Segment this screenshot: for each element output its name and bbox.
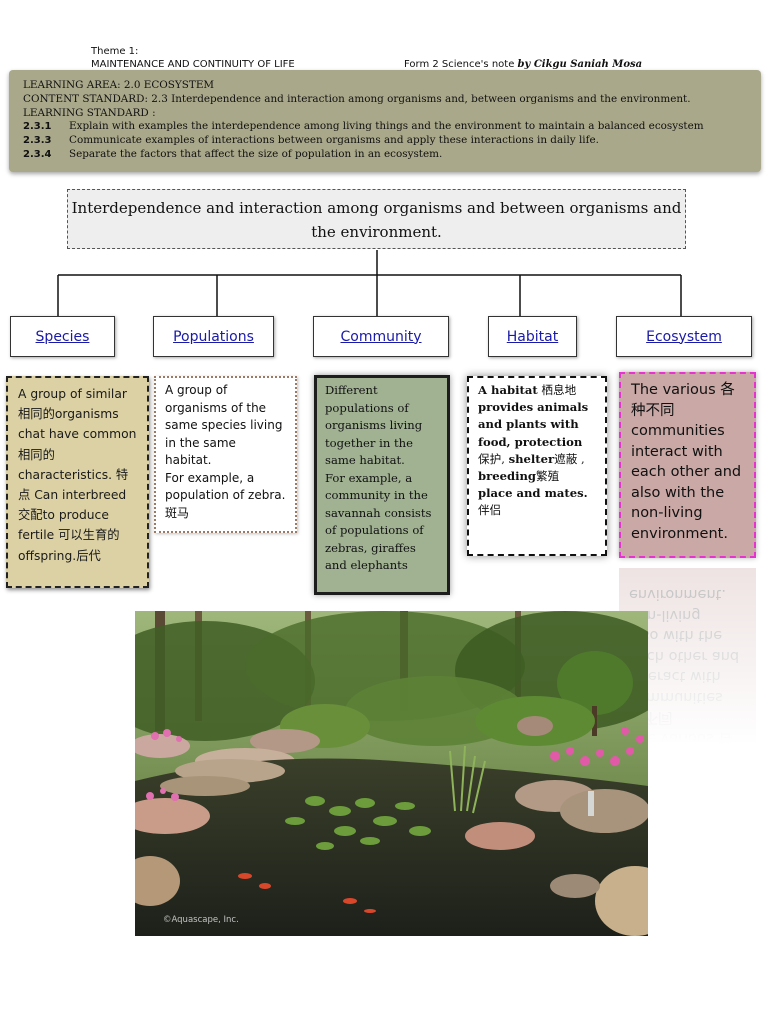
ecosystem-definition-card: The various 各种不同 communities interact wi… bbox=[619, 372, 756, 558]
habitat-text: 栖息地 bbox=[538, 383, 576, 397]
concept-community-link[interactable]: Community bbox=[340, 329, 421, 345]
pond-photo: ©Aquascape, Inc. bbox=[135, 611, 648, 936]
concept-species-link[interactable]: Species bbox=[36, 329, 90, 345]
habitat-text-bold: shelter bbox=[509, 452, 555, 466]
standard-text: Explain with examples the interdependenc… bbox=[69, 120, 704, 134]
connector-tree bbox=[0, 248, 768, 318]
habitat-definition-card: A habitat 栖息地 provides animals and plant… bbox=[467, 376, 607, 556]
concept-ecosystem-link[interactable]: Ecosystem bbox=[646, 329, 722, 345]
habitat-text: 保护, bbox=[478, 452, 509, 466]
content-standard-text: 2.3 Interdependence and interaction amon… bbox=[151, 93, 690, 105]
concept-populations-link[interactable]: Populations bbox=[173, 329, 254, 345]
concept-ecosystem[interactable]: Ecosystem bbox=[616, 316, 752, 357]
content-standard-label: CONTENT STANDARD: bbox=[23, 93, 148, 105]
habitat-text: 繁殖 bbox=[536, 469, 559, 483]
habitat-text-bold: provides animals and plants with food, p… bbox=[478, 400, 588, 448]
species-definition: A group of similar 相同的organisms chat hav… bbox=[18, 387, 136, 563]
pond-illustration bbox=[135, 611, 648, 936]
learning-area: LEARNING AREA: 2.0 ECOSYSTEM bbox=[23, 79, 747, 93]
species-definition-card: A group of similar 相同的organisms chat hav… bbox=[6, 376, 149, 588]
learning-banner: LEARNING AREA: 2.0 ECOSYSTEM CONTENT STA… bbox=[9, 70, 761, 172]
standard-code: 2.3.4 bbox=[23, 148, 69, 162]
standard-item: 2.3.4 Separate the factors that affect t… bbox=[23, 148, 747, 162]
concept-habitat[interactable]: Habitat bbox=[488, 316, 577, 357]
main-title: Interdependence and interaction among or… bbox=[72, 199, 682, 241]
standard-text: Separate the factors that affect the siz… bbox=[69, 148, 442, 162]
populations-definition-card: A group of organisms of the same species… bbox=[154, 376, 297, 533]
content-standard: CONTENT STANDARD: 2.3 Interdependence an… bbox=[23, 93, 747, 107]
populations-example: For example, a population of zebra.斑马 bbox=[165, 470, 286, 523]
standard-text: Communicate examples of interactions bet… bbox=[69, 134, 599, 148]
community-definition: Different populations of organisms livin… bbox=[325, 382, 439, 470]
form-note-label: Form 2 Science's note bbox=[404, 59, 514, 70]
community-definition-card: Different populations of organisms livin… bbox=[314, 375, 450, 595]
habitat-text-bold: breeding bbox=[478, 469, 536, 483]
standard-item: 2.3.1 Explain with examples the interdep… bbox=[23, 120, 747, 134]
community-example: For example, a community in the savannah… bbox=[325, 470, 439, 575]
habitat-text-bold: A habitat bbox=[478, 383, 538, 397]
habitat-text-bold: place and mates. bbox=[478, 486, 588, 500]
theme-heading: Theme 1: MAINTENANCE AND CONTINUITY OF L… bbox=[91, 45, 295, 71]
standard-item: 2.3.3 Communicate examples of interactio… bbox=[23, 134, 747, 148]
main-title-box: Interdependence and interaction among or… bbox=[67, 189, 686, 249]
habitat-text: 遮蔽 , bbox=[554, 452, 585, 466]
standard-code: 2.3.1 bbox=[23, 120, 69, 134]
ecosystem-definition: The various 各种不同 communities interact wi… bbox=[631, 382, 741, 542]
concept-populations[interactable]: Populations bbox=[153, 316, 274, 357]
concept-community[interactable]: Community bbox=[313, 316, 449, 357]
concept-habitat-link[interactable]: Habitat bbox=[507, 329, 558, 345]
standard-code: 2.3.3 bbox=[23, 134, 69, 148]
theme-number: Theme 1: bbox=[91, 45, 295, 58]
learning-standard-label: LEARNING STANDARD : bbox=[23, 107, 747, 121]
photo-credit: ©Aquascape, Inc. bbox=[163, 915, 239, 925]
concept-species[interactable]: Species bbox=[10, 316, 115, 357]
populations-definition: A group of organisms of the same species… bbox=[165, 382, 286, 470]
habitat-text: 伴侣 bbox=[478, 503, 501, 517]
author-signature: by Cikgu Saniah Mosa bbox=[518, 59, 643, 70]
